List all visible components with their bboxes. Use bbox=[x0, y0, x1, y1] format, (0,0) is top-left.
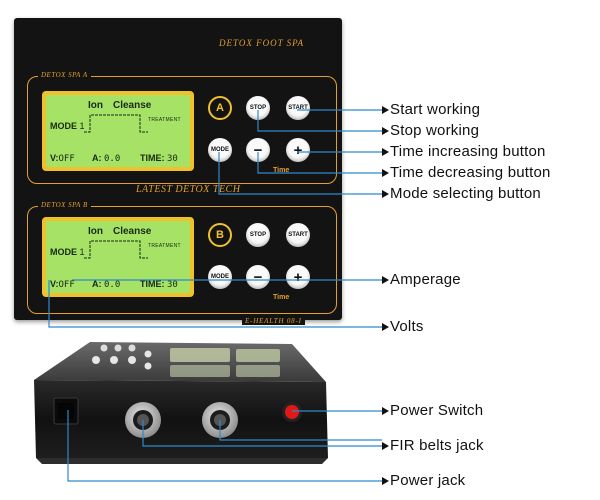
channel-a-indicator: A bbox=[208, 96, 232, 120]
start-button-a[interactable]: START bbox=[286, 96, 310, 120]
lcd-amps: A: 0.0 bbox=[92, 279, 121, 290]
section-b-title: DETOX SPA B bbox=[38, 201, 91, 209]
lcd-mode-label: MODE 1 bbox=[50, 247, 85, 257]
waveform-icon bbox=[84, 114, 148, 133]
callout-mode-select: Mode selecting button bbox=[390, 185, 541, 202]
callout-power-switch: Power Switch bbox=[390, 402, 484, 419]
stop-button-b[interactable]: STOP bbox=[246, 223, 270, 247]
callout-time-decrease: Time decreasing button bbox=[390, 164, 551, 181]
lcd-volts: V:OFF bbox=[50, 153, 75, 164]
middle-brand: LATEST DETOX TECH bbox=[136, 184, 241, 195]
lcd-volts: V:OFF bbox=[50, 279, 75, 290]
channel-b-indicator: B bbox=[208, 223, 232, 247]
callout-volts: Volts bbox=[390, 318, 424, 335]
lcd-treatment-label: TREATMENT bbox=[148, 117, 181, 123]
callout-stop-working: Stop working bbox=[390, 122, 480, 139]
waveform-icon bbox=[84, 240, 148, 259]
lcd-time: TIME: 30 bbox=[140, 279, 178, 290]
model-label: E-HEALTH 08-I bbox=[242, 317, 305, 325]
mode-button-a[interactable]: MODE bbox=[208, 138, 232, 162]
time-increase-button-b[interactable]: + bbox=[286, 265, 310, 289]
callout-start-working: Start working bbox=[390, 101, 481, 118]
callout-time-increase: Time increasing button bbox=[390, 143, 546, 160]
panel-brand: DETOX FOOT SPA bbox=[219, 38, 305, 48]
callout-amperage: Amperage bbox=[390, 271, 461, 288]
callout-fir-belts-jack: FIR belts jack bbox=[390, 437, 484, 454]
lcd-treatment-label: TREATMENT bbox=[148, 243, 181, 249]
lcd-mode-label: MODE 1 bbox=[50, 121, 85, 131]
callout-power-jack: Power jack bbox=[390, 472, 466, 489]
time-label-b: Time bbox=[273, 294, 290, 301]
mode-button-b[interactable]: MODE bbox=[208, 265, 232, 289]
section-a-title: DETOX SPA A bbox=[38, 71, 91, 79]
time-label-a: Time bbox=[273, 167, 290, 174]
lcd-amps: A: 0.0 bbox=[92, 153, 121, 164]
time-increase-button-a[interactable]: + bbox=[286, 138, 310, 162]
device-unit bbox=[34, 342, 328, 464]
device-front bbox=[34, 380, 328, 458]
time-decrease-button-b[interactable]: − bbox=[246, 265, 270, 289]
start-button-b[interactable]: START bbox=[286, 223, 310, 247]
lcd-time: TIME: 30 bbox=[140, 153, 178, 164]
